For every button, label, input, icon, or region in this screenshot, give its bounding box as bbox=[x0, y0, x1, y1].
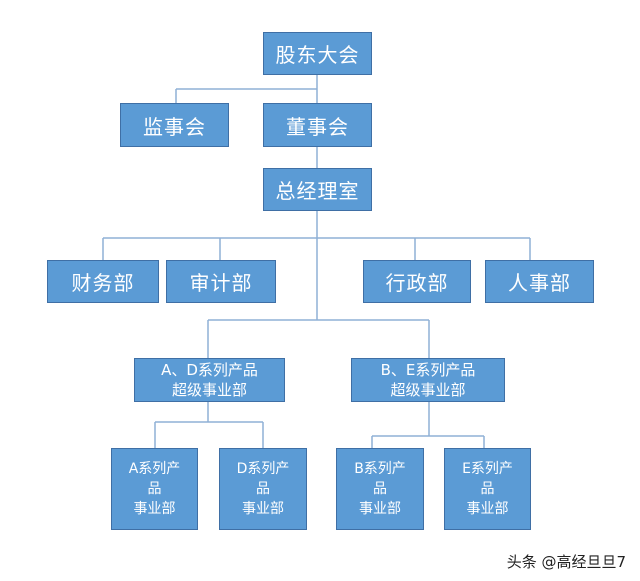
hr-dept-box: 人事部 bbox=[485, 260, 594, 303]
supervisors-box: 监事会 bbox=[120, 103, 229, 147]
d-unit-line1: D系列产 bbox=[236, 461, 290, 477]
b-unit-box: B系列产 品 事业部 bbox=[336, 448, 424, 530]
e-unit-box: E系列产 品 事业部 bbox=[444, 448, 531, 530]
gm-office-label: 总经理室 bbox=[275, 179, 360, 203]
ad-division-box: A、D系列产品 超级事业部 bbox=[134, 358, 285, 402]
supervisors-label: 监事会 bbox=[143, 114, 206, 139]
finance-dept-label: 财务部 bbox=[71, 271, 135, 295]
d-unit-box: D系列产 品 事业部 bbox=[219, 448, 307, 530]
e-unit-line1: E系列产 bbox=[462, 461, 513, 477]
be-division-line1: B、E系列产品 bbox=[380, 361, 476, 379]
e-unit-line3: 事业部 bbox=[466, 501, 509, 517]
shareholders-box: 股东大会 bbox=[263, 32, 372, 75]
board-box: 董事会 bbox=[263, 103, 372, 147]
a-unit-line1: A系列产 bbox=[128, 461, 181, 477]
audit-dept-label: 审计部 bbox=[189, 271, 253, 295]
ad-division-line2: 超级事业部 bbox=[171, 381, 247, 399]
audit-dept-box: 审计部 bbox=[166, 260, 276, 303]
b-unit-line1: B系列产 bbox=[354, 461, 406, 477]
be-division-line2: 超级事业部 bbox=[390, 381, 466, 399]
b-unit-line3: 事业部 bbox=[358, 501, 401, 517]
admin-dept-box: 行政部 bbox=[363, 260, 471, 303]
board-label: 董事会 bbox=[286, 114, 349, 139]
hr-dept-label: 人事部 bbox=[508, 271, 571, 295]
source-watermark: 头条 @高经旦旦7 bbox=[506, 553, 626, 571]
d-unit-line2: 品 bbox=[256, 481, 270, 497]
d-unit-line3: 事业部 bbox=[242, 501, 284, 517]
a-unit-box: A系列产 品 事业部 bbox=[111, 448, 198, 530]
b-unit-line2: 品 bbox=[372, 481, 387, 497]
a-unit-line3: 事业部 bbox=[133, 501, 176, 517]
gm-office-box: 总经理室 bbox=[263, 168, 372, 211]
shareholders-label: 股东大会 bbox=[275, 43, 360, 67]
be-division-box: B、E系列产品 超级事业部 bbox=[351, 358, 505, 402]
admin-dept-label: 行政部 bbox=[385, 271, 449, 295]
a-unit-line2: 品 bbox=[147, 481, 162, 497]
e-unit-line2: 品 bbox=[480, 481, 495, 497]
finance-dept-box: 财务部 bbox=[47, 260, 159, 303]
ad-division-line1: A、D系列产品 bbox=[161, 361, 258, 379]
